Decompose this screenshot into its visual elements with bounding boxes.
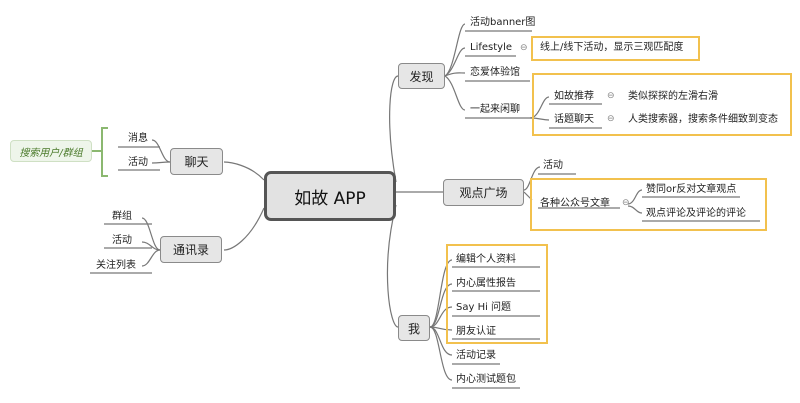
opinion-agree: 赞同or反对文章观点	[646, 184, 737, 195]
chat-node[interactable]: 聊天	[170, 148, 223, 175]
collapse-circle-icon[interactable]: ⊖	[622, 198, 630, 208]
chat-together-box	[532, 73, 792, 136]
discover-lifestyle: Lifestyle	[470, 42, 513, 53]
me-node[interactable]: 我	[398, 315, 430, 341]
contacts-label: 通讯录	[172, 243, 209, 257]
chat-label: 聊天	[184, 155, 209, 169]
topic-chat-note: 人类搜索器，搜索条件细致到变态	[628, 114, 778, 125]
opinion-comment: 观点评论及评论的评论	[646, 208, 746, 219]
recommend-note: 类似探探的左滑右滑	[628, 91, 718, 102]
discover-node[interactable]: 发现	[398, 63, 445, 89]
discover-label: 发现	[409, 69, 434, 84]
discover-chat-together: 一起来闲聊	[470, 104, 520, 115]
search-users-note: 搜索用户/群组	[10, 140, 92, 162]
chat-activity: 活动	[128, 157, 148, 168]
me-edit-profile: 编辑个人资料	[456, 254, 516, 265]
search-users-note-text: 搜索用户/群组	[19, 147, 83, 159]
collapse-circle-icon[interactable]: ⊖	[607, 114, 615, 124]
me-label: 我	[407, 321, 420, 336]
central-node-label: 如故 APP	[294, 188, 366, 209]
opinion-node[interactable]: 观点广场	[443, 179, 524, 206]
lifestyle-note: 线上/线下活动，显示三观匹配度	[540, 42, 684, 53]
me-friend-verify: 朋友认证	[456, 326, 496, 337]
collapse-circle-icon[interactable]: ⊖	[607, 91, 615, 101]
contacts-node[interactable]: 通讯录	[160, 236, 222, 263]
contacts-group: 群组	[112, 211, 132, 222]
lifestyle-note-box	[531, 36, 700, 61]
collapse-circle-icon[interactable]: ⊖	[520, 43, 528, 53]
discover-banner: 活动banner图	[470, 17, 536, 28]
discover-love-hall: 恋爱体验馆	[470, 67, 520, 78]
opinion-label: 观点广场	[459, 186, 508, 200]
me-say-hi: Say Hi 问题	[456, 302, 512, 313]
contacts-activity: 活动	[112, 235, 132, 246]
chat-message: 消息	[128, 133, 148, 144]
me-highlight-box	[446, 244, 548, 344]
topic-chat-item: 话题聊天	[554, 114, 594, 125]
contacts-follow-list: 关注列表	[96, 260, 136, 271]
opinion-activity: 活动	[543, 160, 563, 171]
central-node[interactable]: 如故 APP	[264, 171, 396, 221]
me-quiz-pack: 内心测试题包	[456, 374, 516, 385]
opinion-articles: 各种公众号文章	[540, 198, 610, 209]
me-activity-record: 活动记录	[456, 350, 496, 361]
articles-box	[530, 178, 767, 231]
recommend-item: 如故推荐	[554, 91, 594, 102]
me-inner-report: 内心属性报告	[456, 278, 516, 289]
